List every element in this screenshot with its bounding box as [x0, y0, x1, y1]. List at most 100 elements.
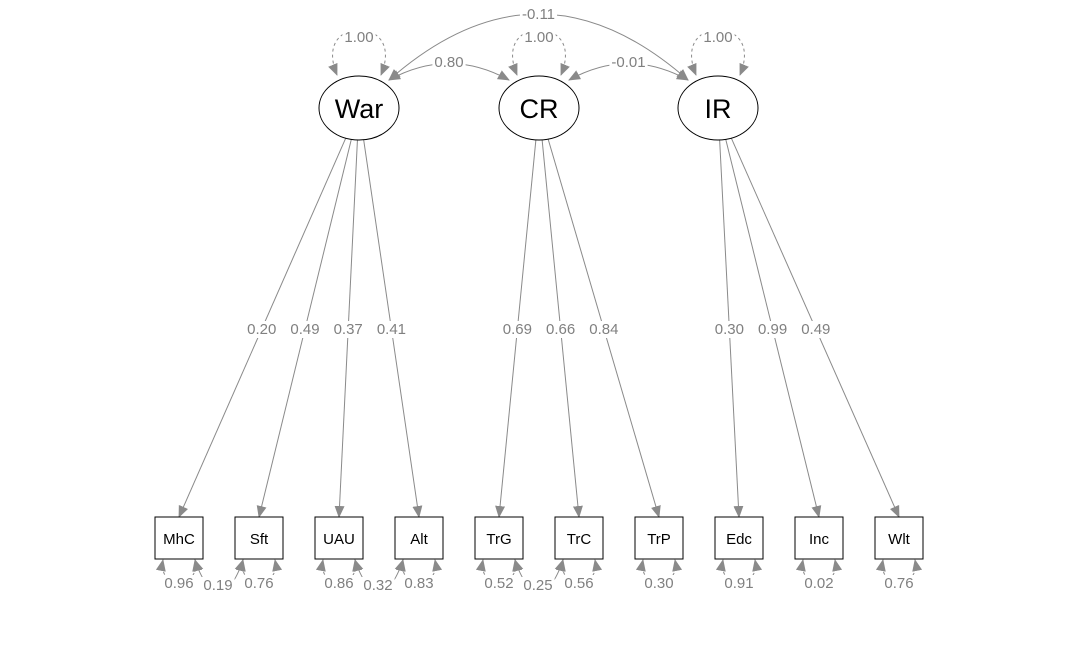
manifest-box-Sft [234, 516, 284, 560]
manifest-node-TrC: TrC [554, 516, 604, 560]
loading-CR-TrC-label-bg [544, 321, 578, 338]
residual-variance-TrG-value: 0.52 [484, 575, 513, 592]
latent-label-War: War [335, 94, 384, 124]
residual-variance-TrP-label: 0.30 [642, 575, 676, 592]
latent-covariance-CR-IR-label-bg [609, 54, 648, 71]
loading-War-Sft-value: 0.49 [290, 321, 319, 338]
loading-War-MhC-label: 0.20 [245, 321, 279, 338]
residual-variance-Alt-label-bg [402, 575, 436, 592]
residual-variance-Inc-label: 0.02 [802, 575, 836, 592]
edge-labels-layer: 0.20 0.49 0.37 0.41 0.69 0.66 0.84 0.30 0.99 0.49… [162, 6, 916, 594]
residual-variance-Inc-value: 0.02 [804, 575, 833, 592]
manifest-node-Wlt: Wlt [874, 516, 924, 560]
latent-node-CR: CR [498, 75, 580, 141]
latent-variance-IR-label: 1.00 [701, 29, 735, 46]
residual-covariance-UAU-Alt-value: 0.32 [363, 577, 392, 594]
latent-node-War: War [318, 75, 400, 141]
latent-variance-CR-value: 1.00 [524, 29, 553, 46]
residual-variance-Sft-label-bg [242, 575, 276, 592]
loading-War-MhC-value: 0.20 [247, 321, 276, 338]
latent-variance-IR-value: 1.00 [703, 29, 732, 46]
loading-War-UAU-label-bg [331, 321, 365, 338]
latent-covariance-War-IR-value: -0.11 [522, 6, 555, 23]
residual-variance-Sft-label: 0.76 [242, 575, 276, 592]
manifest-label-Edc: Edc [726, 531, 752, 548]
latent-covariance-War-CR-value: 0.80 [434, 54, 463, 71]
latent-variance-War-value: 1.00 [344, 29, 373, 46]
loading-CR-TrG-label: 0.69 [500, 321, 534, 338]
residual-variance-TrC-label-bg [562, 575, 596, 592]
residual-variance-Wlt-value: 0.76 [884, 575, 913, 592]
loading-War-UAU-value: 0.37 [334, 321, 363, 338]
latent-ellipse-CR [498, 75, 580, 141]
loading-CR-TrP-label: 0.84 [587, 321, 621, 338]
residual-variance-TrP-value: 0.30 [644, 575, 673, 592]
manifest-node-Edc: Edc [714, 516, 764, 560]
manifest-box-Wlt [874, 516, 924, 560]
latent-covariance-War-IR-label-bg [519, 6, 558, 23]
latent-variance-CR-label: 1.00 [522, 29, 556, 46]
loading-War-Sft-label: 0.49 [288, 321, 322, 338]
manifest-node-TrP: TrP [634, 516, 684, 560]
latent-variance-War-label-bg [342, 29, 376, 46]
manifest-label-MhC: MhC [163, 531, 195, 548]
manifest-node-UAU: UAU [314, 516, 364, 560]
latent-variance-CR-label-bg [522, 29, 556, 46]
residual-covariance-TrG-TrC-label: 0.25 [521, 577, 555, 594]
manifest-box-Edc [714, 516, 764, 560]
residual-variance-TrG-label-bg [482, 575, 516, 592]
manifest-node-MhC: MhC [154, 516, 204, 560]
residual-variance-TrC-label: 0.56 [562, 575, 596, 592]
latent-covariance-War-CR-label: 0.80 [432, 54, 466, 71]
loading-CR-TrC-value: 0.66 [546, 321, 575, 338]
residual-covariance-UAU-Alt-label-bg [361, 577, 395, 594]
loading-IR-Edc-value: 0.30 [715, 321, 744, 338]
residual-variance-TrP-label-bg [642, 575, 676, 592]
residual-variance-MhC-label-bg [162, 575, 196, 592]
residual-variance-Sft-value: 0.76 [244, 575, 273, 592]
latent-node-IR: IR [677, 75, 759, 141]
loading-IR-Wlt-label: 0.49 [799, 321, 833, 338]
latent-covariance-War-CR-label-bg [432, 54, 466, 71]
loading-War-MhC-label-bg [245, 321, 279, 338]
loading-CR-TrP-label-bg [587, 321, 621, 338]
loading-CR-TrG-label-bg [500, 321, 534, 338]
loading-War-Alt-label: 0.41 [374, 321, 409, 338]
manifest-box-TrG [474, 516, 524, 560]
manifest-label-Alt: Alt [410, 531, 428, 548]
manifest-label-Sft: Sft [250, 531, 269, 548]
residual-variance-Inc-label-bg [802, 575, 836, 592]
residual-covariance-TrG-TrC-label-bg [521, 577, 555, 594]
manifest-box-Inc [794, 516, 844, 560]
latent-label-CR: CR [520, 94, 559, 124]
residual-variance-Alt-value: 0.83 [404, 575, 433, 592]
loading-IR-Wlt-label-bg [799, 321, 833, 338]
loading-War-UAU-label: 0.37 [331, 321, 365, 338]
latent-ellipse-War [318, 75, 400, 141]
residual-variance-MhC-value: 0.96 [164, 575, 193, 592]
loading-IR-Inc-value: 0.99 [758, 321, 787, 338]
manifest-node-Inc: Inc [794, 516, 844, 560]
manifest-box-MhC [154, 516, 204, 560]
loading-IR-Wlt-value: 0.49 [801, 321, 830, 338]
loading-IR-Edc-label-bg [712, 321, 746, 338]
latent-covariance-War-IR-label: -0.11 [519, 6, 558, 23]
manifest-node-TrG: TrG [474, 516, 524, 560]
residual-variance-UAU-label-bg [322, 575, 356, 592]
loading-War-Alt-value: 0.41 [377, 321, 406, 338]
manifest-label-TrG: TrG [486, 531, 511, 548]
loading-CR-TrP-value: 0.84 [589, 321, 618, 338]
residual-covariance-UAU-Alt-label: 0.32 [361, 577, 395, 594]
residual-variance-Edc-value: 0.91 [724, 575, 753, 592]
loading-War-Sft-label-bg [288, 321, 322, 338]
loading-War-Alt-label-bg [374, 321, 409, 338]
latent-ellipse-IR [677, 75, 759, 141]
loading-IR-Inc-label-bg [755, 321, 790, 338]
manifest-node-Sft: Sft [234, 516, 284, 560]
latent-variance-IR-label-bg [701, 29, 735, 46]
loading-IR-Inc-label: 0.99 [755, 321, 790, 338]
manifest-box-Alt [394, 516, 444, 560]
latent-variance-War-label: 1.00 [342, 29, 376, 46]
residual-variance-Wlt-label: 0.76 [882, 575, 916, 592]
